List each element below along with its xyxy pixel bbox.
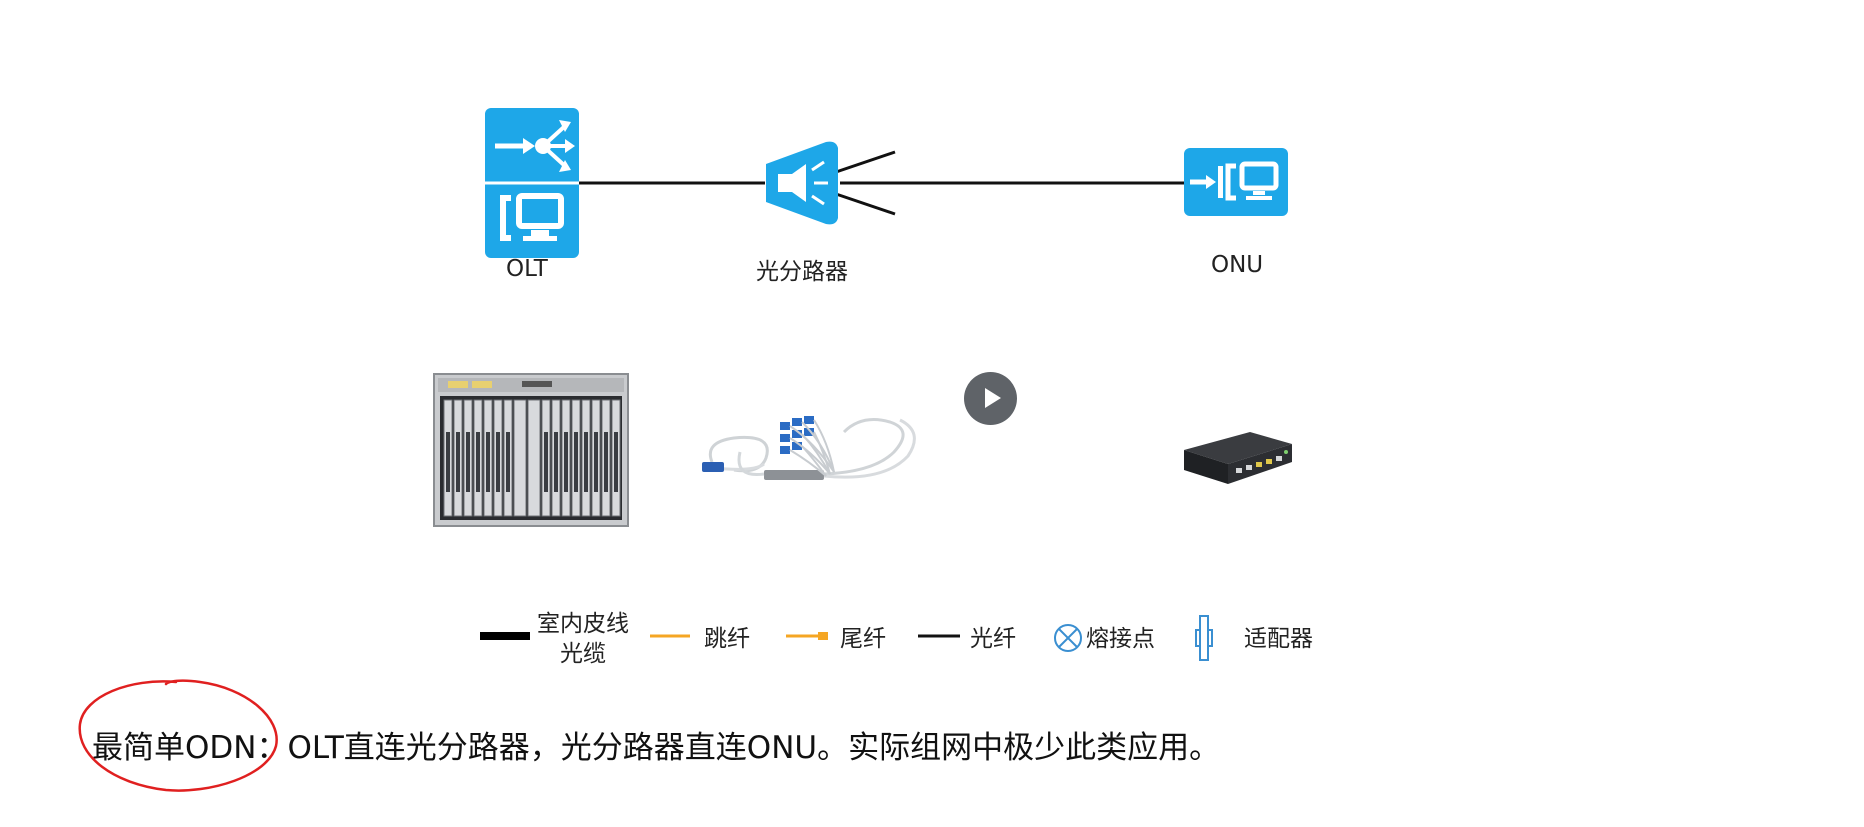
splitter-branch-lower: [835, 192, 896, 216]
caption: 最简单ODN：OLT直连光分路器，光分路器直连ONU。实际组网中极少此类应用。: [92, 722, 1220, 767]
splitter-icon: [766, 141, 838, 225]
legend-indoor-cable-line1: 室内皮线: [537, 611, 629, 637]
legend-patch-cord: 跳纤: [704, 626, 750, 652]
red-annotation-circle: [78, 679, 278, 792]
splice-point-icon: [1054, 624, 1082, 652]
splitter-label: 光分路器: [756, 259, 848, 285]
olt-label: OLT: [506, 256, 548, 282]
caption-highlight: 最简单ODN：: [92, 730, 288, 766]
indoor-cable-swatch: [480, 632, 530, 640]
legend-pigtail: 尾纤: [840, 626, 886, 652]
caption-text: OLT直连光分路器，光分路器直连ONU。实际组网中极少此类应用。: [287, 730, 1221, 766]
adapter-icon: [1195, 615, 1213, 661]
olt-chassis-photo: [433, 373, 629, 527]
splitter-branch-upper: [835, 150, 896, 174]
play-button[interactable]: [964, 372, 1017, 425]
onu-label: ONU: [1211, 252, 1264, 278]
legend-symbols: [480, 615, 1213, 661]
legend-indoor-cable-line2: 光缆: [560, 641, 606, 667]
pigtail-connector: [818, 632, 828, 640]
legend-fiber: 光纤: [970, 626, 1016, 652]
olt-icon: [485, 108, 579, 258]
onu-device-photo: [1184, 432, 1292, 484]
optical-splitter-photo: [702, 416, 916, 480]
onu-icon: [1184, 148, 1288, 216]
legend-splice-point: 熔接点: [1086, 626, 1155, 652]
legend-adapter: 适配器: [1244, 626, 1313, 652]
